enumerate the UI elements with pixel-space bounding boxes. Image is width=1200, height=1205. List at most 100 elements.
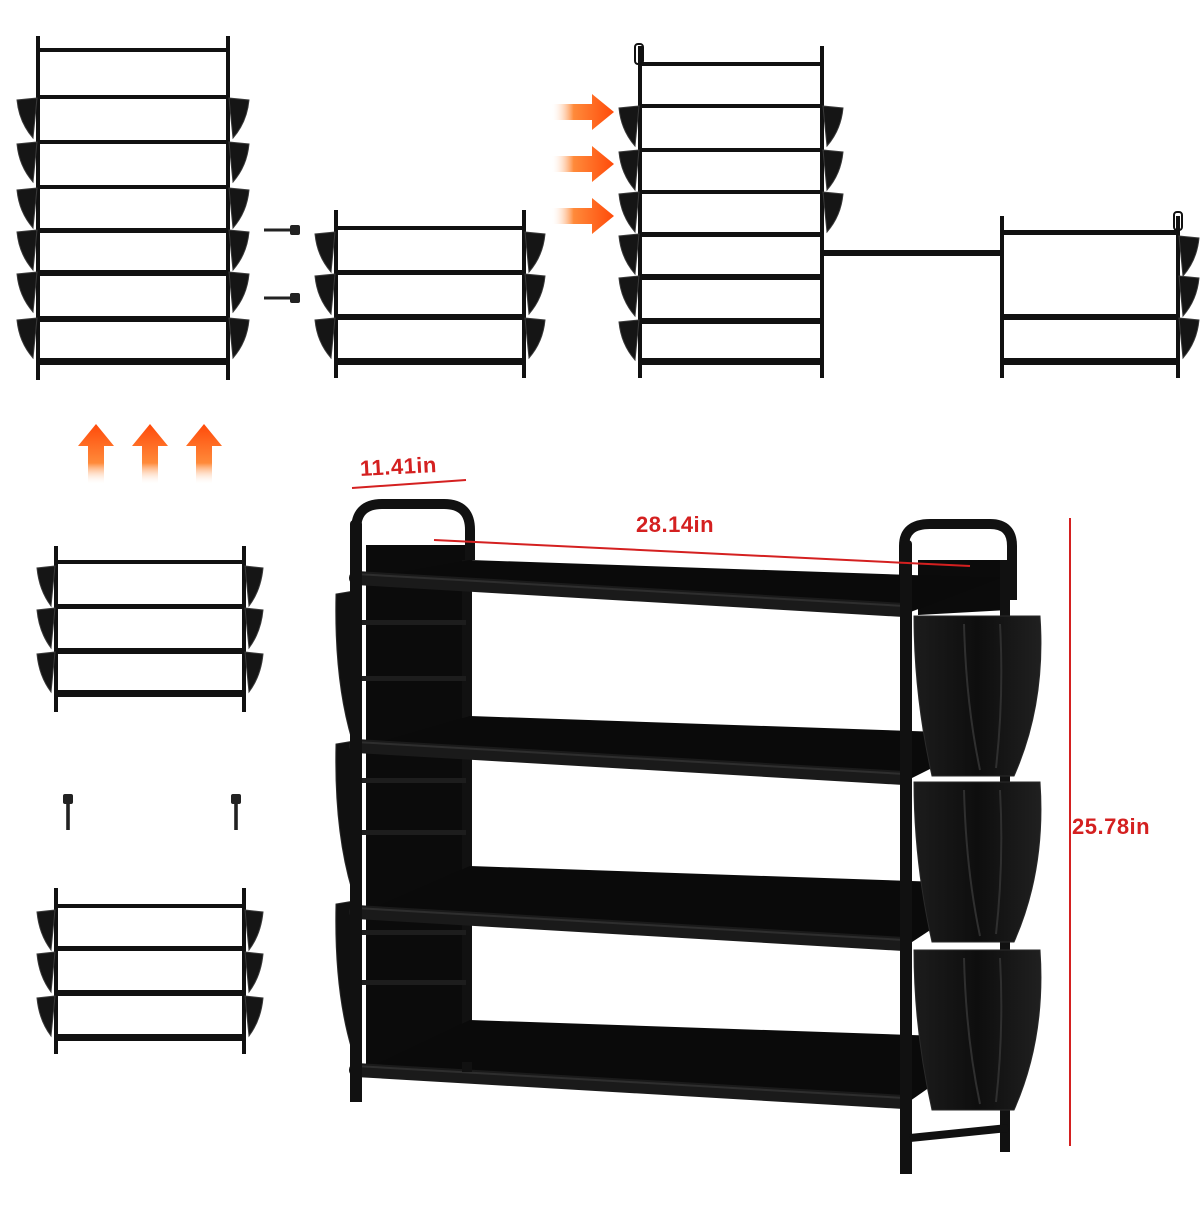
right-post	[522, 210, 526, 378]
left-pocket	[36, 651, 56, 694]
front-left-post	[350, 520, 362, 1100]
shelf-bar	[56, 946, 244, 951]
right-post	[242, 888, 246, 1054]
shelf-2-front-rod	[349, 739, 911, 785]
shelf-bar	[38, 316, 228, 322]
right-post	[820, 46, 824, 378]
side-rail	[362, 620, 466, 625]
screw-icon	[264, 225, 300, 235]
hook-icon	[1173, 211, 1183, 231]
left-pocket	[16, 271, 38, 314]
shelf-bar	[640, 318, 822, 324]
pocket-fold	[995, 957, 1003, 1103]
shelf-bar	[56, 1034, 244, 1041]
left-pocket	[36, 565, 56, 608]
shelf-bar	[38, 358, 228, 365]
left-pocket	[618, 149, 640, 192]
left-pocket	[16, 97, 38, 140]
shelf-4-rod-highlight	[355, 1065, 905, 1099]
shelf-bar	[640, 148, 822, 152]
left-pocket	[36, 909, 56, 952]
front-right-post	[900, 540, 912, 1174]
back-left-post	[462, 560, 472, 1072]
pocket-fold	[963, 789, 981, 937]
shelf-bar	[640, 274, 822, 280]
right-pocket	[524, 317, 546, 360]
screw-icon	[264, 293, 300, 303]
side-rail	[362, 980, 466, 985]
right-pocket	[228, 229, 250, 272]
shelf-1-rod-highlight	[355, 573, 905, 607]
height-dimension-label: 25.78in	[1072, 814, 1151, 839]
shelf-bar	[38, 48, 228, 52]
left-pocket	[36, 995, 56, 1038]
shelf-1-front-rod	[349, 571, 911, 617]
left-pocket	[16, 187, 38, 230]
left-post	[1000, 216, 1004, 378]
right-pocket	[244, 651, 264, 694]
pocket-fold	[963, 957, 981, 1105]
shelf-bar	[38, 95, 228, 99]
screw-head	[290, 293, 300, 303]
left-post	[54, 888, 58, 1054]
right-pocket	[1178, 317, 1200, 360]
small-tier-unit-bottom-left	[36, 888, 264, 1054]
left-pocket	[36, 951, 56, 994]
shelf-bar	[640, 104, 822, 108]
right-post	[226, 36, 230, 380]
screw-head	[231, 794, 241, 804]
screw-head	[63, 794, 73, 804]
shelf-bar	[38, 185, 228, 189]
left-handle	[351, 499, 475, 580]
orange-arrow-icon	[132, 424, 168, 484]
hook-icon	[634, 43, 644, 65]
right-pocket	[1178, 275, 1200, 318]
shelf-bar	[336, 226, 524, 230]
assembled-shoe-rack	[335, 479, 1071, 1174]
shelf-4	[360, 1020, 1000, 1108]
shelf-bar	[640, 190, 822, 194]
left-pocket	[314, 273, 336, 316]
depth-dimension-label: 11.41in	[359, 452, 438, 481]
pocket-fold	[995, 623, 1003, 769]
left-pocket	[314, 231, 336, 274]
width-dimension-line	[433, 539, 971, 567]
shelf-bar	[56, 990, 244, 996]
left-pocket	[16, 141, 38, 184]
shelf-bar	[1002, 314, 1178, 320]
shelf-bar	[56, 690, 244, 697]
right-pocket	[228, 317, 250, 360]
shelf-bar	[1002, 358, 1178, 365]
shelf-bar	[640, 358, 822, 365]
right-pocket	[244, 909, 264, 952]
shelf-bar	[38, 228, 228, 233]
right-pocket	[244, 951, 264, 994]
right-pocket	[913, 615, 1042, 777]
left-side-panel	[366, 545, 466, 1068]
right-pocket	[913, 949, 1042, 1111]
width-dimension-label: 28.14in	[636, 512, 715, 537]
screw-icon	[231, 794, 241, 830]
right-post	[242, 546, 246, 712]
pocket-fold	[963, 623, 981, 771]
foot	[1000, 1140, 1010, 1152]
right-pocket	[524, 273, 546, 316]
shelf-bar	[336, 270, 524, 275]
right-pocket	[228, 271, 250, 314]
shelf-3	[360, 866, 1000, 950]
left-pocket	[16, 317, 38, 360]
right-pocket	[228, 97, 250, 140]
small-tier-unit-right	[1000, 216, 1200, 378]
side-rail	[362, 778, 466, 783]
screw-icon	[63, 794, 73, 830]
left-pocket	[16, 229, 38, 272]
side-rail	[362, 930, 466, 935]
left-post	[36, 36, 40, 380]
screw-shaft	[264, 296, 290, 300]
left-post	[638, 46, 642, 378]
bottom-side-rail	[909, 1124, 1009, 1142]
left-pocket	[618, 275, 640, 318]
left-pocket	[618, 191, 640, 234]
